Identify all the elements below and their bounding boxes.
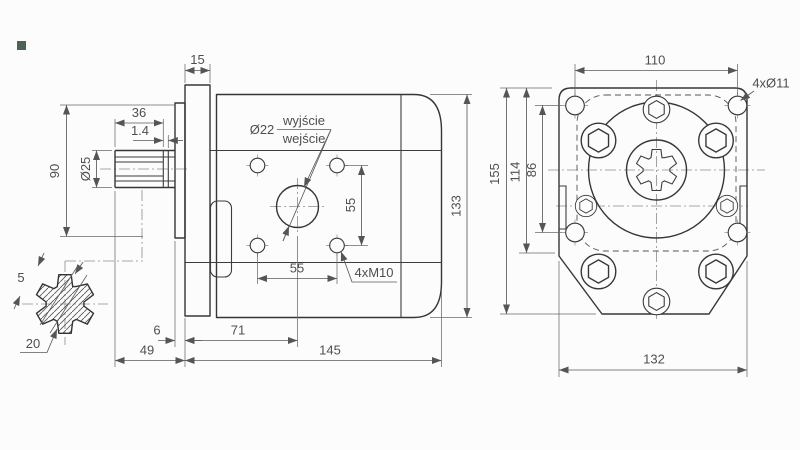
port-callout: Ø22 wyjście wejście <box>250 113 332 242</box>
dim-hole-v-spacing: 55 <box>343 198 358 212</box>
dim-hole-v-spacing-front: 86 <box>524 163 539 177</box>
hex-bolt-large <box>580 253 617 290</box>
dim-flange-width: 132 <box>643 352 665 367</box>
corner-hole-leader <box>740 90 755 101</box>
flange-slot <box>209 200 233 278</box>
dim-step: 6 <box>153 323 160 338</box>
dim-thread-callout: 4xM10 <box>354 265 393 280</box>
tooth-dim-arrow-c <box>74 261 84 275</box>
dim-plate-thickness: 15 <box>190 52 204 67</box>
tooth-dim-arrow-a <box>37 252 46 267</box>
dim-corner-holes: 4xØ11 <box>752 76 789 91</box>
dim-spline-length: 36 <box>132 105 146 120</box>
hex-bolt-medium <box>642 287 671 316</box>
port-inlet-label: wejście <box>282 131 326 146</box>
ref-20-leader <box>20 328 58 353</box>
dim-ref-20: 20 <box>26 336 40 351</box>
face-bolt-hole <box>245 153 270 178</box>
side-view: Ø22 wyjście wejście 4xM10 15 36 1.4 90 Ø… <box>22 52 472 367</box>
port-outlet-label: wyjście <box>282 113 325 128</box>
tooth-dim-arrow-b <box>12 295 21 310</box>
dim-hole-h-spacing: 55 <box>290 261 304 276</box>
pump-body-outline <box>215 93 443 319</box>
dim-body-length: 145 <box>319 343 341 358</box>
port-circle <box>275 184 320 229</box>
thread-leader <box>340 251 397 283</box>
shaft-bore-circle <box>625 139 688 201</box>
hex-bolt-small <box>574 194 598 218</box>
spline-flank-lines <box>39 266 88 334</box>
extension-lines-side <box>60 64 472 367</box>
face-bolt-hole <box>325 153 349 178</box>
dim-hole-h-spacing-front: 110 <box>645 53 666 68</box>
port-diameter-label: Ø22 <box>250 122 275 137</box>
dim-port-center: 71 <box>231 323 245 338</box>
dim-tooth-width: 5 <box>17 270 24 285</box>
spline-bore-profile <box>635 148 678 192</box>
corner-hole <box>561 91 589 120</box>
front-view: 110 4xØ11 155 114 86 132 <box>487 53 790 377</box>
flange-outline <box>558 87 748 315</box>
dim-pilot: 90 <box>47 164 62 178</box>
hex-bolt-large <box>698 122 734 159</box>
dim-groove: 1.4 <box>131 123 149 138</box>
bearing-hub <box>174 102 186 239</box>
hex-bolt-large <box>698 253 734 290</box>
dim-flange-height: 114 <box>508 162 523 183</box>
hex-bolt-medium <box>642 95 671 124</box>
body-section-lines <box>185 94 442 318</box>
hex-bolt-small <box>715 194 739 218</box>
spline-section-view: 5 20 <box>12 252 95 353</box>
dim-shaft-length: 49 <box>140 343 154 358</box>
dim-total-height: 155 <box>487 163 502 185</box>
mounting-plate <box>184 84 211 317</box>
dim-shaft-dia: Ø25 <box>78 157 93 182</box>
shaft-splines <box>115 150 175 188</box>
watermark-square <box>17 41 26 50</box>
dim-body-height: 133 <box>449 195 464 217</box>
hex-bolt-large <box>580 122 617 159</box>
rear-body-hidden-outline <box>576 94 737 252</box>
